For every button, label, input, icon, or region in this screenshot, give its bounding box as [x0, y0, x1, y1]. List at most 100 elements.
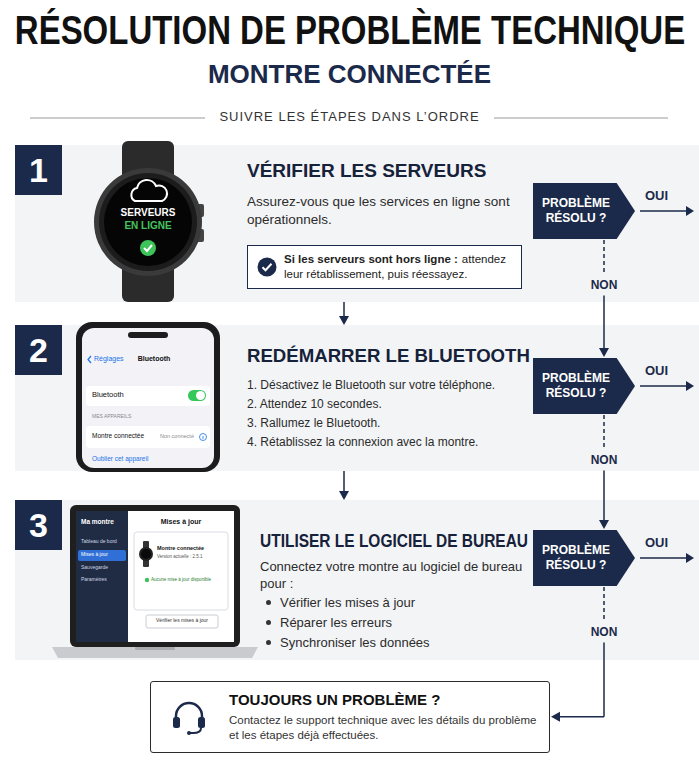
drawing-part [86, 426, 210, 448]
edge-label: NON [588, 278, 621, 293]
arrowhead [339, 316, 349, 325]
drawing-part [144, 245, 152, 251]
drawing-part [686, 206, 694, 216]
drawing-part [86, 386, 210, 406]
connector-line [560, 716, 604, 718]
drawing-part [145, 578, 149, 582]
drawing-part [30, 118, 205, 119]
phone-ui-text: Montre connectée [92, 432, 144, 439]
drawing-part [176, 703, 202, 721]
drawing-part [640, 385, 686, 387]
connector-line [603, 415, 605, 450]
drawing-part [640, 557, 686, 559]
flow-arrow [599, 240, 609, 357]
support-box: TOUJOURS UN PROBLÈME ?Contactez le suppo… [150, 681, 550, 753]
step-number: 1 [15, 145, 62, 195]
phone-illustration [76, 322, 220, 472]
drawing-part [78, 550, 126, 561]
drawing-part [533, 358, 635, 414]
arrowhead [599, 348, 609, 357]
drawing-part [190, 728, 201, 733]
bullet-dot [266, 620, 271, 625]
drawing-part [533, 530, 635, 586]
drawing-part [686, 381, 694, 391]
instruction-line: SUIVRE LES ÉTAPES DANS L’ORDRE [0, 110, 699, 125]
step-number: 2 [15, 325, 62, 375]
drawing-part [173, 717, 180, 728]
drawing-part [15, 500, 699, 660]
drawing-part [94, 168, 202, 276]
diagram-title: RÉSOLUTION DE PROBLÈME TECHNIQUE [14, 6, 684, 54]
subtitle: MONTRE CONNECTÉE [0, 60, 699, 90]
drawing-part [141, 549, 151, 559]
arrowhead [551, 712, 560, 722]
drawing-part [15, 325, 699, 471]
step-heading: REDÉMARRER LE BLUETOOTH [247, 345, 530, 368]
step-body: Connectez votre montre au logiciel de bu… [260, 559, 528, 593]
drawing-part [135, 647, 175, 650]
arrowhead [599, 520, 609, 529]
step-body: Assurez-vous que les services en ligne s… [247, 193, 519, 230]
drawing-part [196, 391, 205, 400]
note-lead: Si les serveurs sont hors ligne : [284, 253, 458, 265]
bullet-row: Réparer les erreurs [260, 613, 528, 633]
drawing-part [99, 173, 197, 271]
drawing-part [146, 615, 218, 628]
laptop-ui-text: Mises à jour [81, 552, 108, 558]
bullet-dot [266, 600, 271, 605]
drawing-part [76, 511, 234, 642]
drawing-part [15, 145, 699, 302]
step-number: 3 [15, 500, 62, 550]
decision-arrow: PROBLÈME RÉSOLU ? [533, 530, 635, 586]
step-content: REDÉMARRER LE BLUETOOTH 1. Désactivez le … [247, 345, 530, 453]
laptop-ui-text: Aucune mise à jour disponible [151, 577, 211, 582]
step-content: VÉRIFIER LES SERVEURS Assurez-vous que le… [247, 160, 519, 230]
drawing-part [70, 505, 240, 647]
drawing-part [200, 434, 207, 441]
laptop-ui-text: Montre connectée [157, 545, 204, 551]
decision-text: PROBLÈME RÉSOLU ? [537, 371, 615, 401]
drawing-part [76, 322, 220, 472]
headset-icon [169, 697, 209, 737]
laptop-ui-text: Ma montre [81, 518, 114, 525]
drawing-part [52, 647, 258, 658]
step-heading: VÉRIFIER LES SERVEURS [247, 160, 486, 183]
check-icon [257, 257, 277, 277]
drawing-part [139, 547, 153, 561]
phone-ui-text: Bluetooth [92, 391, 124, 400]
step-content: UTILISER LE LOGICIEL DE BUREAUConnectez … [260, 530, 528, 653]
connector-line [603, 643, 605, 717]
decision-arrow: PROBLÈME RÉSOLU ? [533, 358, 635, 414]
list-item: 4. Rétablissez la connexion avec la mont… [247, 433, 530, 452]
connector-line [603, 296, 605, 349]
drawing-part [128, 332, 168, 338]
drawing-part [187, 731, 191, 735]
drawing-part [258, 257, 277, 276]
laptop-illustration [52, 505, 258, 658]
laptop-ui-text: Mises à jour [134, 518, 228, 526]
laptop-ui-text: Paramètres [81, 577, 107, 583]
flow-arrow [551, 587, 604, 722]
step-list: 1. Désactivez le Bluetooth sur votre tél… [247, 376, 530, 453]
edge-label: NON [588, 453, 621, 468]
drawing-part [198, 717, 205, 728]
watch-screen-text: EN LIGNE [108, 220, 188, 232]
drawing-part [76, 511, 128, 642]
flow-arrow [339, 302, 349, 325]
list-item: 1. Désactivez le Bluetooth sur votre tél… [247, 376, 530, 395]
drawing-part [131, 180, 167, 201]
drawing-part [686, 553, 694, 563]
yes-label: OUI [645, 364, 668, 379]
laptop-ui-text: Version actuelle : 2.5.1 [157, 554, 203, 559]
edge-label: NON [588, 625, 621, 640]
drawing-part [494, 118, 668, 119]
drawing-part [134, 532, 228, 610]
yes-label: OUI [645, 189, 668, 204]
phone-ui-text: MES APPAREILS [92, 414, 131, 420]
note-box: Si les serveurs sont hors ligne :attende… [247, 245, 522, 289]
connector-line [343, 302, 345, 316]
drawing-part [533, 183, 635, 239]
decision-arrow: PROBLÈME RÉSOLU ? [533, 183, 635, 239]
